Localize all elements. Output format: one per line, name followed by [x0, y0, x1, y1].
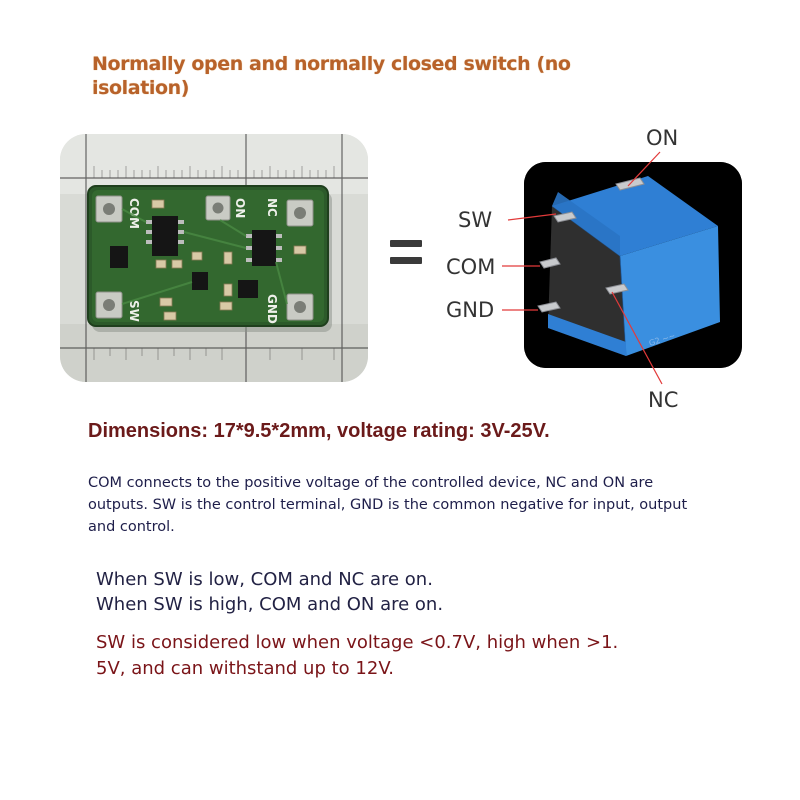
relay-nc-label: NC	[648, 388, 679, 412]
silk-sw-label: SW	[127, 300, 141, 322]
silk-nc-label: NC	[265, 198, 279, 217]
dimensions-text: Dimensions: 17*9.5*2mm, voltage rating: …	[88, 420, 550, 442]
threshold-line-1: SW is considered low when voltage <0.7V,…	[96, 632, 619, 653]
relay-com-label: COM	[446, 255, 496, 279]
switch-states: When SW is low, COM and NC are on. When …	[96, 567, 596, 617]
silk-on-label: ON	[233, 198, 247, 218]
threshold-note: SW is considered low when voltage <0.7V,…	[96, 630, 696, 682]
description-text: COM connects to the positive voltage of …	[88, 475, 688, 535]
pcb-module-image: COM ON NC SW GND	[60, 134, 368, 382]
relay-on-label: ON	[646, 126, 679, 150]
silk-com-label: COM	[127, 198, 141, 229]
equals-sign	[390, 238, 422, 268]
state-high-text: When SW is high, COM and ON are on.	[96, 594, 444, 615]
silk-gnd-label: GND	[265, 294, 279, 324]
relay-gnd-label: GND	[446, 298, 495, 322]
threshold-line-2: 5V, and can withstand up to 12V.	[96, 658, 395, 679]
relay-sw-label: SW	[458, 208, 493, 232]
state-low-text: When SW is low, COM and NC are on.	[96, 569, 433, 590]
page-title: Normally open and normally closed switch…	[92, 53, 571, 99]
relay-image: G2 ~~	[524, 162, 742, 368]
